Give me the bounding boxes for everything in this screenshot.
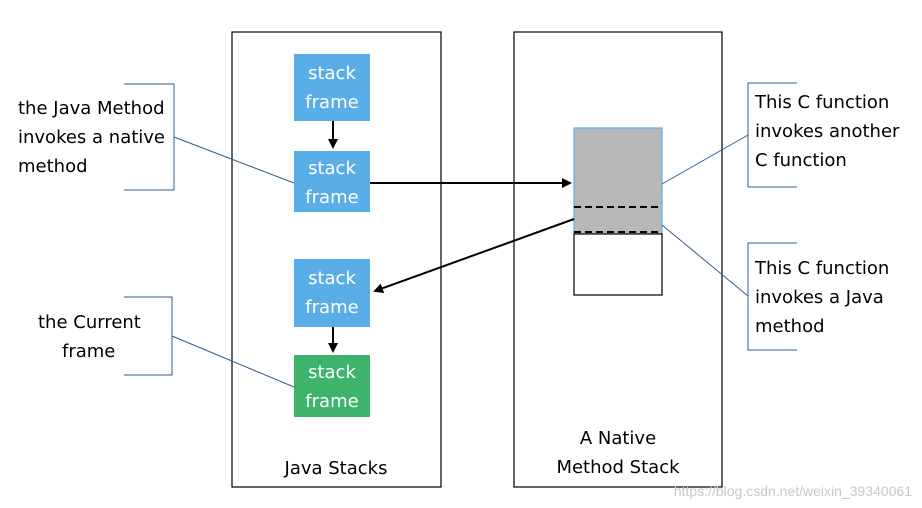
stack-frame-1: stack frame	[294, 54, 370, 121]
stack-frame-label: stack	[308, 362, 356, 383]
callout-leader-line	[661, 224, 749, 297]
callout-java-invokes-native: the Java Method invokes a native method	[18, 83, 295, 191]
callout-text: the Current	[38, 312, 141, 333]
callout-text: This C function	[754, 258, 889, 279]
callout-c-invokes-c: This C function invokes another C functi…	[661, 82, 900, 188]
stack-frame-label: frame	[305, 391, 358, 412]
callout-leader-line	[173, 136, 295, 184]
current-frame-box	[294, 355, 370, 417]
callout-c-invokes-java: This C function invokes a Java method	[661, 224, 889, 351]
stack-frame-label: frame	[305, 297, 358, 318]
callout-text: C function	[755, 150, 847, 171]
stack-frame-label: frame	[305, 92, 358, 113]
native-stack-label-line2: Method Stack	[556, 457, 680, 478]
java-stacks-label: Java Stacks	[284, 458, 388, 479]
callout-text: invokes a native	[18, 127, 165, 148]
callout-leader-line	[171, 335, 295, 388]
callout-text: the Java Method	[18, 98, 165, 119]
callout-text: frame	[62, 341, 115, 362]
callout-text: invokes a Java	[755, 287, 884, 308]
native-to-java-arrow	[373, 218, 575, 293]
callout-text: method	[18, 156, 88, 177]
stack-frame-current: stack frame	[294, 355, 370, 417]
callout-current-frame: the Current frame	[38, 296, 295, 388]
callout-text: method	[755, 316, 825, 337]
stack-frame-label: stack	[308, 268, 356, 289]
native-method-stack-box	[513, 31, 723, 488]
stack-frame-label: frame	[305, 187, 358, 208]
stack-frame-label: stack	[308, 158, 356, 179]
stack-frame-label: stack	[308, 63, 356, 84]
java-stacks-box	[231, 31, 442, 488]
stack-frame-box	[294, 54, 370, 121]
callout-bracket	[124, 296, 173, 376]
callout-bracket	[747, 242, 797, 351]
native-frame-empty	[573, 233, 663, 296]
callout-text: This C function	[754, 92, 889, 113]
stack-frame-box	[294, 151, 370, 212]
native-stack-label-line1: A Native	[580, 428, 656, 449]
stack-frame-2: stack frame	[294, 151, 370, 212]
stack-frame-3: stack frame	[294, 259, 370, 327]
stack-frame-box	[294, 259, 370, 327]
watermark-text: https://blog.csdn.net/weixin_39340061	[674, 483, 912, 499]
callout-leader-line	[661, 134, 749, 185]
native-frame-active	[573, 127, 663, 235]
callout-text: invokes another	[755, 121, 900, 142]
